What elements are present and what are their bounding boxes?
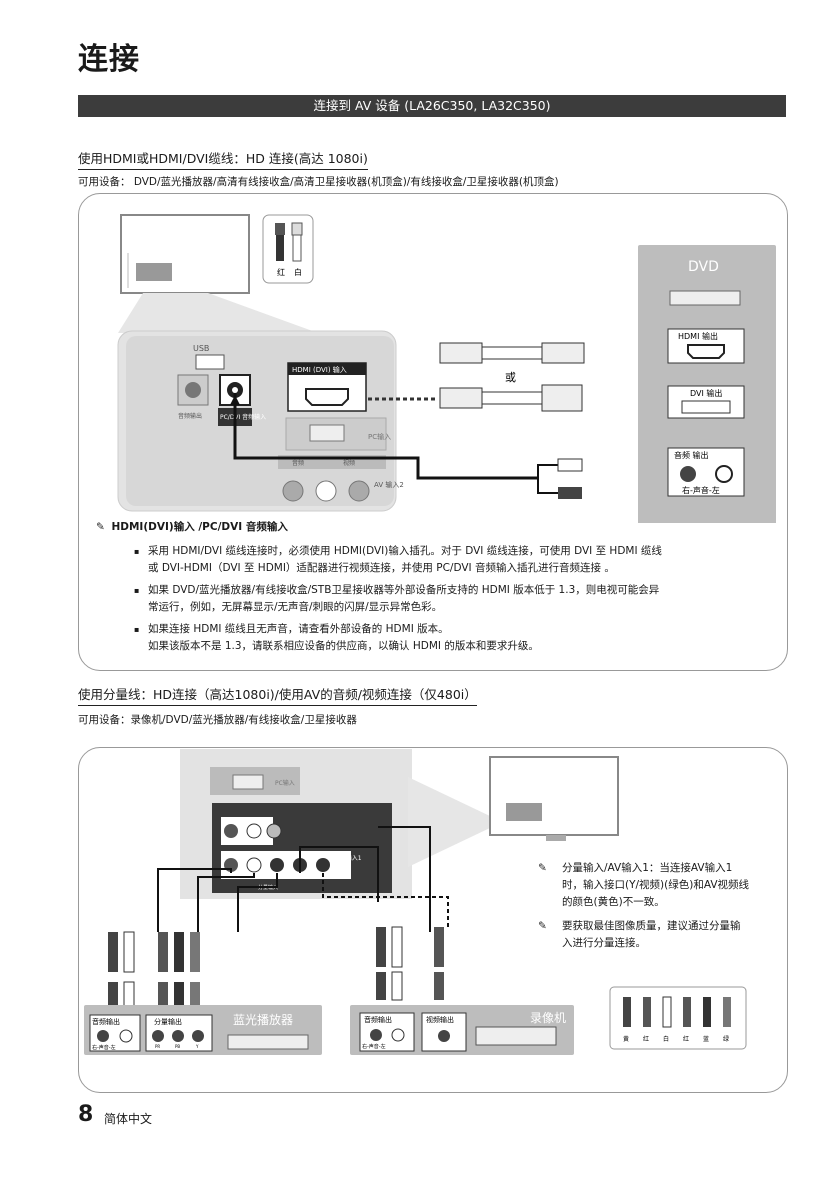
av-in2-label: AV 输入2 <box>374 480 404 489</box>
audio-label: 音频 <box>292 459 304 467</box>
y-label: Y <box>195 1044 199 1049</box>
pc-dvi-audio-in-label: PC/DVI 音频输入 <box>220 413 266 421</box>
note-pencil-icon: ✎ <box>96 521 112 533</box>
page-title: 连接 <box>78 42 140 77</box>
cable-color-blue: 蓝 <box>703 1035 709 1043</box>
vcr-right-audio-left-label: 右-声音-左 <box>362 1043 386 1050</box>
tv-icon-2 <box>489 756 619 841</box>
hdmi-out-label: HDMI 输出 <box>678 331 718 341</box>
section1-heading: 使用HDMI或HDMI/DVI缆线：HD 连接(高达 1080i) <box>78 148 368 170</box>
usb-port <box>195 354 225 370</box>
note-bullet-3: 如果连接 HDMI 缆线且无声音，请查看外部设备的 HDMI 版本。如果该版本不… <box>134 621 768 655</box>
cable-color-red: 红 <box>643 1035 649 1043</box>
av-cable-plugs-icon <box>376 926 444 1001</box>
note-bullet-2: 如果 DVD/蓝光播放器/有线接收盒/STB卫星接收器等外部设备所支持的 HDM… <box>134 582 768 616</box>
pc-in-label-2: PC输入 <box>275 779 295 787</box>
component-connection-diagram: PC输入 AV 输入1 分量输入 音频输出 右-声音-左 分量输出 PR PB … <box>84 749 747 1055</box>
vcr-label: 录像机 <box>530 1011 566 1025</box>
white-label: 白 <box>294 267 302 277</box>
vcr-icon <box>475 1026 557 1046</box>
section1-available-devices: 可用设备： DVD/蓝光播放器/高清有线接收盒/高清卫星接收器(机顶盒)/有线接… <box>78 176 559 188</box>
av-in1-label: AV 输入1 <box>336 854 362 862</box>
bluray-audio-out-label: 音频输出 <box>92 1017 120 1026</box>
note-title: ✎ HDMI(DVI)输入 /PC/DVI 音频输入 <box>96 521 288 533</box>
hdmi-out-port <box>687 344 725 359</box>
bluray-label: 蓝光播放器 <box>233 1012 293 1027</box>
note-pencil-icon: ✎ <box>538 862 547 874</box>
hdmi-dvi-cable-icon <box>439 384 583 412</box>
pc-in-label: PC输入 <box>368 432 391 441</box>
audio-out-label: 音频 输出 <box>674 450 709 460</box>
component-cable-plugs-icon <box>108 931 200 1011</box>
section2-heading: 使用分量线：HD连接（高达1080i)/使用AV的音频/视频连接（仅480i） <box>78 684 477 706</box>
or-label: 或 <box>505 371 516 384</box>
bluray-player-icon <box>227 1034 309 1050</box>
component-out-label: 分量输出 <box>154 1017 182 1026</box>
component-note-2: ✎ 要获取最佳图像质量，建议通过分量输 入进行分量连接。 <box>538 920 741 949</box>
dvd-player-icon <box>669 290 741 306</box>
component-note-1: ✎ 分量输入/AV输入1：当连接AV输入1 时，输入接口(Y/视频)(绿色)和A… <box>538 862 750 908</box>
hdmi-connection-diagram: 红 白 USB 音频输出 PC/DVI 音频输入 HDMI (DVI) 输入 P… <box>117 214 776 523</box>
hdmi-dvi-in-label: HDMI (DVI) 输入 <box>292 365 347 374</box>
red-rca-plug-icon <box>275 223 285 261</box>
audio-out-small-label: 音频输出 <box>178 412 202 420</box>
note-bullet-1: 采用 HDMI/DVI 缆线连接时，必须使用 HDMI(DVI)输入插孔。对于 … <box>134 543 768 577</box>
dvd-label: DVD <box>688 259 719 275</box>
cable-color-yellow: 黄 <box>623 1035 629 1043</box>
cable-color-white: 白 <box>663 1035 669 1043</box>
page-language: 简体中文 <box>104 1112 153 1126</box>
video-out-label: 视频输出 <box>426 1015 454 1024</box>
white-rca-plug-icon <box>291 222 303 262</box>
hdmi-cable-icon <box>439 342 585 364</box>
section-banner: 连接到 AV 设备 (LA26C350, LA32C350) <box>78 95 786 117</box>
pb-label: PB <box>175 1044 180 1049</box>
dvi-out-label: DVI 输出 <box>690 388 722 398</box>
audio-out-white-port <box>715 465 733 483</box>
cable-color-legend <box>623 996 731 1028</box>
red-label: 红 <box>277 267 285 277</box>
page-number: 8 <box>78 1102 94 1127</box>
section2-available-devices: 可用设备：录像机/DVD/蓝光播放器/有线接收盒/卫星接收器 <box>78 714 357 726</box>
tv-icon <box>120 214 250 302</box>
cable-color-green: 绿 <box>723 1035 729 1043</box>
vcr-audio-out-label: 音频输出 <box>364 1015 392 1024</box>
right-audio-left-label: 右-声音-左 <box>682 485 720 495</box>
cable-color-red-2: 红 <box>683 1035 689 1043</box>
bluray-right-audio-left-label: 右-声音-左 <box>92 1044 116 1051</box>
pr-label: PR <box>155 1044 160 1049</box>
note-pencil-icon: ✎ <box>538 920 547 932</box>
dvi-out-port <box>681 400 731 414</box>
video-label: 视频 <box>343 459 355 467</box>
usb-label: USB <box>193 344 209 353</box>
audio-out-red-port <box>680 466 696 482</box>
